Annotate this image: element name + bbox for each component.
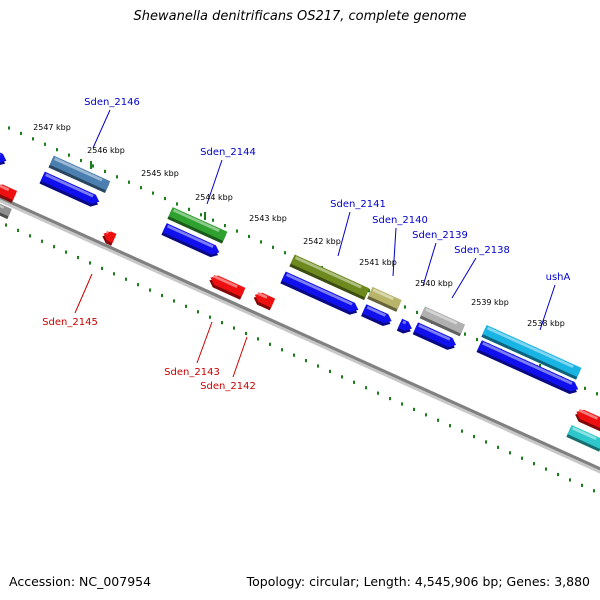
gene-box-sden-2146-highlight	[54, 157, 103, 182]
gene-box-sden-2144-highlight	[172, 208, 220, 232]
cds-arrow-sden-2142	[253, 292, 276, 311]
callout-sden-2145	[74, 273, 93, 314]
gene-box-ushA	[566, 425, 600, 452]
cds-arrow-sden-2139	[412, 322, 457, 350]
cds-arrow-sden-2141-highlight	[285, 273, 353, 306]
topology-label: Topology: circular; Length: 4,545,906 bp…	[246, 574, 590, 589]
cds-arrow-sden-2145-highlight	[105, 230, 109, 235]
gene-box-sden-2141-highlight	[294, 256, 362, 289]
cds-arrow-sden-2143-body	[210, 275, 246, 297]
callout-sden-2139	[422, 242, 437, 287]
cds-arrow-sden-2146	[39, 171, 100, 207]
callout-sden-2141	[337, 211, 351, 257]
map-title: Shewanella denitrificans OS217, complete…	[133, 9, 467, 24]
cds-arrow-sden-2139-highlight	[418, 324, 451, 341]
gene-box-sden-2138	[481, 325, 582, 380]
gene-box-ushA-highlight	[571, 426, 597, 441]
cds-arrow-sden-2142-body	[254, 292, 276, 308]
backbone-line	[0, 195, 600, 471]
callout-sden-2142	[232, 336, 248, 378]
cds-arrow-sden-2145	[102, 230, 117, 246]
cds-arrow-reverse-edge-highlight	[0, 183, 10, 192]
cds-arrow-sden-2141	[280, 271, 359, 315]
cds-arrow-sden-2142-highlight	[257, 292, 268, 299]
gene-box-sden-2139-highlight	[425, 308, 458, 325]
gene-box-sden-2146	[48, 155, 111, 194]
cds-arrow-edge-body	[0, 150, 7, 163]
callout-usha	[539, 284, 556, 331]
cds-arrow-sden-2138-highlight	[482, 341, 573, 385]
cds-arrow-small-body	[398, 318, 412, 331]
kbp-label: 2545 kbp	[141, 169, 179, 178]
cds-arrow-reverse-right-body	[576, 409, 600, 429]
cds-arrow-sden-2140	[361, 304, 392, 326]
gene-label-sden-2139: Sden_2139	[412, 230, 468, 241]
kbp-label: 2544 kbp	[195, 193, 233, 202]
cds-arrow-sden-2143-highlight	[212, 274, 238, 289]
cds-arrow-sden-2144	[161, 223, 220, 258]
gene-label-sden-2143: Sden_2143	[164, 367, 220, 378]
callout-sden-2143	[196, 321, 213, 364]
kbp-label: 2546 kbp	[87, 146, 125, 155]
cds-arrow-sden-2138	[476, 340, 579, 395]
callout-sden-2146	[92, 109, 111, 149]
cds-arrow-sden-2145-body	[103, 231, 117, 244]
gene-label-sden-2146: Sden_2146	[84, 97, 140, 108]
cds-arrow-reverse-edge	[0, 183, 18, 203]
cds-arrow-sden-2143	[209, 274, 246, 300]
gene-box-sden-2139	[419, 306, 466, 337]
kbp-label: 2542 kbp	[303, 237, 341, 246]
gene-box-edge-highlight	[0, 203, 5, 209]
genome-backbone	[0, 195, 600, 474]
kbp-labels: 2547 kbp 2546 kbp 2545 kbp 2544 kbp 2543 kbp…	[33, 123, 565, 328]
gene-box-edge	[0, 201, 12, 220]
gene-box-sden-2144	[167, 207, 228, 244]
cds-arrow-sden-2140-highlight	[366, 306, 387, 317]
kbp-label: 2540 kbp	[415, 279, 453, 288]
callout-sden-2144	[206, 159, 223, 205]
gene-box-sden-2141	[289, 254, 370, 301]
gene-label-sden-2141: Sden_2141	[330, 199, 386, 210]
cds-arrow-reverse-right	[575, 409, 600, 432]
callout-sden-2138	[451, 257, 477, 299]
gene-box-edge-body	[0, 201, 12, 217]
kbp-label: 2541 kbp	[359, 258, 397, 267]
cds-arrow-sden-2144-highlight	[166, 224, 214, 248]
feature-track	[0, 150, 600, 452]
gene-label-sden-2145: Sden_2145	[42, 317, 98, 328]
cds-arrow-edge	[0, 150, 7, 166]
callout-sden-2140	[392, 227, 397, 277]
gene-box-sden-2138-highlight	[486, 326, 574, 369]
gene-box-sden-2140	[367, 286, 402, 312]
cds-arrow-edge-shadow	[0, 153, 6, 166]
label-callouts: Sden_2146Sden_2144Sden_2141Sden_2140Sden…	[42, 97, 570, 392]
gene-label-sden-2144: Sden_2144	[200, 147, 256, 158]
cds-arrow-small	[396, 318, 412, 334]
kbp-label: 2538 kbp	[527, 319, 565, 328]
cds-arrow-reverse-edge-body	[0, 184, 18, 201]
gene-box-sden-2140-highlight	[372, 288, 394, 301]
cds-arrow-small-highlight	[402, 320, 407, 325]
kbp-label: 2539 kbp	[471, 298, 509, 307]
gene-label-sden-2140: Sden_2140	[372, 215, 428, 226]
cds-arrow-reverse-right-highlight	[578, 409, 599, 420]
accession-label: Accession: NC_007954	[9, 574, 152, 589]
cds-arrow-sden-2146-highlight	[45, 173, 94, 198]
kbp-label: 2547 kbp	[33, 123, 71, 132]
gene-label-sden-2142: Sden_2142	[200, 381, 256, 392]
gene-label-sden-2138: Sden_2138	[454, 245, 510, 256]
kbp-label: 2543 kbp	[249, 214, 287, 223]
gene-label-usha: ushA	[546, 272, 571, 283]
inner-tick-track	[5, 223, 595, 493]
